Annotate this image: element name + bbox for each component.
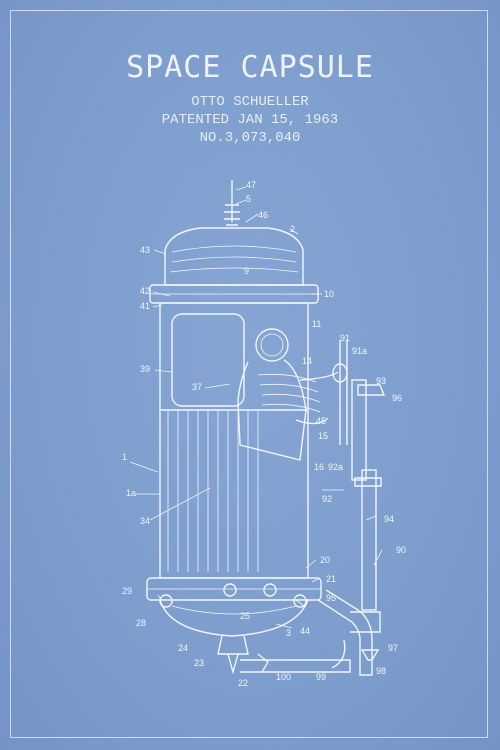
ref-28: 28 [136, 618, 146, 628]
ref-98: 98 [376, 666, 386, 676]
ref-45: 45 [316, 416, 326, 426]
ref-22: 22 [238, 678, 248, 688]
ref-92: 92 [322, 494, 332, 504]
ref-2: 2 [290, 224, 295, 234]
ref-37: 37 [192, 382, 202, 392]
leader-lines [129, 186, 383, 629]
poster-title: SPACE CAPSULE [126, 50, 374, 85]
ref-47: 47 [246, 180, 256, 190]
ref-93: 93 [376, 376, 386, 386]
ref-90: 90 [396, 545, 406, 555]
ref-29: 29 [122, 586, 132, 596]
ref-24: 24 [178, 643, 188, 653]
ref-9: 9 [244, 266, 249, 276]
ref-96: 96 [392, 393, 402, 403]
ref-95: 95 [326, 593, 336, 603]
ref-23: 23 [194, 658, 204, 668]
capsule-body [146, 180, 322, 675]
ref-42: 42 [140, 286, 150, 296]
astronaut-figure [237, 328, 348, 461]
ref-3: 3 [286, 628, 291, 638]
patent-date: PATENTED JAN 15, 1963 [161, 112, 339, 128]
ref-100: 100 [276, 672, 291, 682]
ref-91: 91 [340, 333, 350, 343]
ref-16: 16 [314, 462, 324, 472]
ref-10: 10 [324, 289, 334, 299]
poster-border [10, 10, 488, 738]
ref-21: 21 [326, 574, 336, 584]
ref-97: 97 [388, 643, 398, 653]
ref-43: 43 [140, 245, 150, 255]
patent-number: NO.3,073,040 [199, 130, 301, 146]
ref-5: 5 [246, 194, 251, 204]
inventor-name: OTTO SCHUELLER [191, 94, 309, 110]
ref-34: 34 [140, 516, 150, 526]
ref-15: 15 [318, 431, 328, 441]
ref-94: 94 [384, 514, 394, 524]
ref-44: 44 [300, 626, 310, 636]
ref-39: 39 [140, 364, 150, 374]
ref-46: 46 [258, 210, 268, 220]
ref-25: 25 [240, 611, 250, 621]
ref-92a: 92a [328, 462, 343, 472]
ref-1: 1 [122, 452, 127, 462]
reference-numerals: 47 5 46 2 43 9 42 10 41 11 91 39 14 91a … [122, 180, 406, 688]
ref-20: 20 [320, 555, 330, 565]
ref-14: 14 [302, 356, 312, 366]
ref-1a: 1a [126, 488, 136, 498]
ref-41: 41 [140, 301, 150, 311]
ref-99: 99 [316, 672, 326, 682]
side-apparatus [240, 340, 386, 676]
ref-91a: 91a [352, 346, 367, 356]
ref-11: 11 [312, 319, 321, 329]
